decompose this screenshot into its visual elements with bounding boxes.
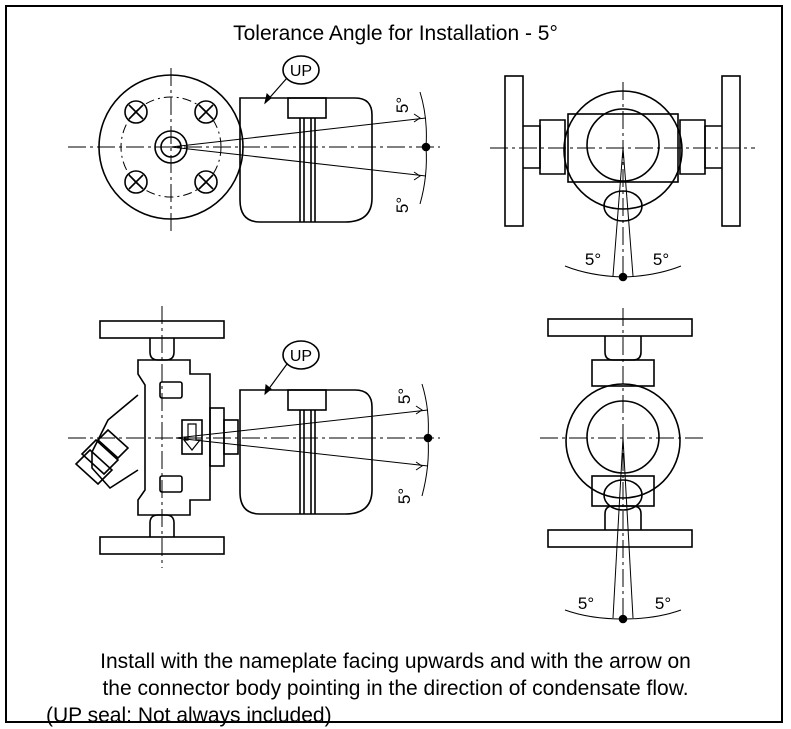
view-top-right <box>490 75 755 282</box>
angle-label: 5° <box>393 97 412 113</box>
nameplate <box>287 97 327 119</box>
up-seal-marker <box>282 55 320 85</box>
trap-body <box>239 97 373 223</box>
angle-label: 5° <box>653 250 669 269</box>
caption-line-2: the connector body pointing in the direc… <box>102 677 689 700</box>
angle-label: 5° <box>395 488 414 504</box>
up-seal-label: UP <box>290 63 312 80</box>
up-seal-label: UP <box>290 348 312 365</box>
view-top-left <box>68 55 440 232</box>
caption-line-3: (UP seal: Not always included) <box>46 704 332 727</box>
angle-label: 5° <box>393 197 412 213</box>
bolt-holes <box>124 100 218 194</box>
view-bottom-right <box>540 308 706 624</box>
angle-label: 5° <box>578 594 594 613</box>
diagram-title: Tolerance Angle for Installation - 5° <box>233 22 558 45</box>
angle-label: 5° <box>585 250 601 269</box>
view-bottom-left <box>68 306 440 568</box>
caption-line-1: Install with the nameplate facing upward… <box>100 650 691 673</box>
angle-label: 5° <box>655 594 671 613</box>
angle-label: 5° <box>395 388 414 404</box>
